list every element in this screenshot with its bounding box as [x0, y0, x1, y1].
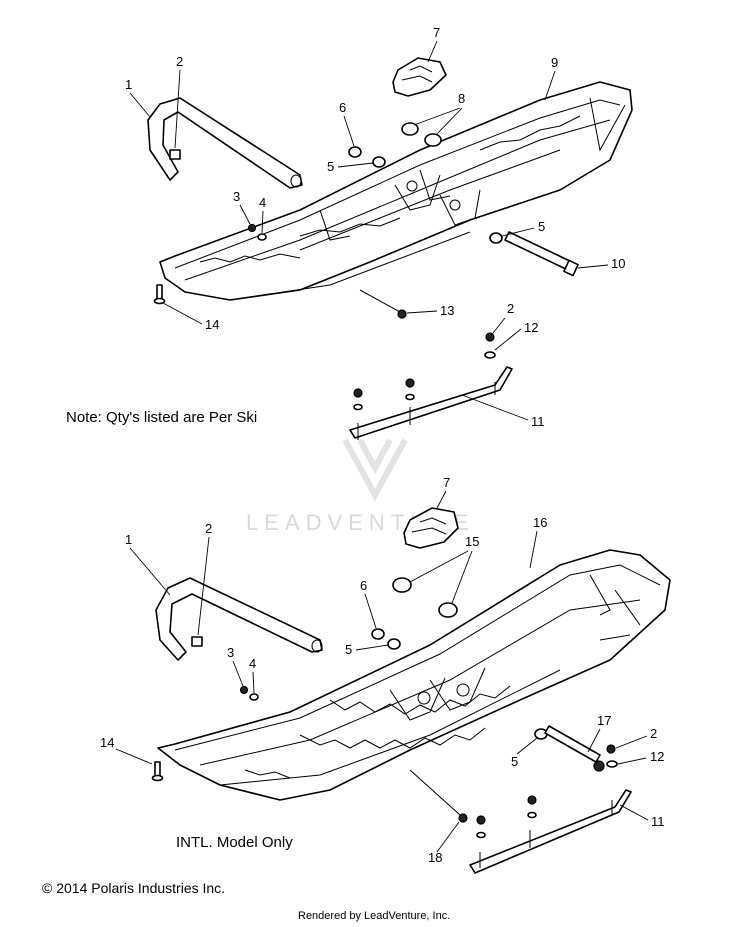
bolt-17-bottom [544, 725, 605, 772]
callout-14-bottom: 14 [100, 735, 114, 750]
callout-4-bottom: 4 [249, 656, 256, 671]
intl-note: INTL. Model Only [176, 834, 293, 851]
callout-12-bottom: 12 [650, 749, 664, 764]
callout-5b-top: 5 [538, 219, 545, 234]
callout-2-top: 2 [176, 54, 183, 69]
ski-body-top [159, 81, 633, 301]
callout-16-bottom: 16 [533, 515, 547, 530]
runner-11-bottom [469, 789, 632, 874]
callout-10-top: 10 [611, 256, 625, 271]
nut-3-top [247, 223, 257, 233]
callout-14-top: 14 [205, 317, 219, 332]
nut-bottom [191, 636, 203, 647]
callout-3-bottom: 3 [227, 645, 234, 660]
callout-15-bottom: 15 [465, 534, 479, 549]
callout-18-bottom: 18 [428, 850, 442, 865]
callout-2b-bottom: 2 [650, 726, 657, 741]
washer-5a-top [372, 156, 386, 168]
copyright-text: © 2014 Polaris Industries Inc. [42, 880, 226, 896]
washer-12-bottom [606, 760, 618, 768]
washer-5a-bottom [387, 638, 401, 650]
callout-7-bottom: 7 [443, 475, 450, 490]
bolt-18-bottom [409, 769, 468, 823]
callout-8-top: 8 [458, 91, 465, 106]
bushing-8-top [401, 122, 442, 147]
loop-handle-top [147, 97, 303, 189]
callout-5b-bottom: 5 [511, 754, 518, 769]
callout-3-top: 3 [233, 189, 240, 204]
washer-4-bottom [249, 693, 259, 701]
callout-11-bottom: 11 [651, 814, 665, 829]
bolt-10-top [504, 231, 579, 277]
bolt-13-top [359, 289, 407, 319]
washer-4-top [257, 233, 267, 241]
washer-5b-top [489, 232, 503, 244]
callout-4-top: 4 [259, 195, 266, 210]
callout-5a-bottom: 5 [345, 642, 352, 657]
bushing-15-bottom [392, 577, 458, 618]
callout-17-bottom: 17 [597, 713, 611, 728]
callout-2b-top: 2 [507, 301, 514, 316]
block-7-top [392, 57, 447, 97]
block-7-bottom [403, 507, 459, 549]
callouts-bottom: 1 2 3 4 5 5 6 7 11 12 14 15 16 [100, 475, 665, 865]
bolt-14-bottom [151, 761, 164, 782]
callout-11-top: 11 [531, 414, 545, 429]
nut-2-bottom [606, 744, 616, 754]
nut-top [169, 149, 181, 160]
callout-1-top: 1 [125, 77, 132, 92]
callout-9-top: 9 [551, 55, 558, 70]
callout-6-top: 6 [339, 100, 346, 115]
ski-body-bottom [157, 549, 671, 801]
callout-6-bottom: 6 [360, 578, 367, 593]
bolt-14-top [153, 284, 166, 305]
watermark-logo [342, 438, 408, 502]
callout-1-bottom: 1 [125, 532, 132, 547]
qty-note: Note: Qty's listed are Per Ski [66, 409, 258, 426]
loop-handle-bottom [155, 577, 323, 661]
bushing-6-bottom [371, 628, 385, 640]
rendered-by-text: Rendered by LeadVenture, Inc. [298, 910, 451, 922]
callout-5a-top: 5 [327, 159, 334, 174]
callout-13-top: 13 [440, 303, 454, 318]
callout-7-top: 7 [433, 25, 440, 40]
nut-3-bottom [239, 685, 249, 695]
runner-11-top [349, 332, 513, 440]
callout-2-bottom: 2 [205, 521, 212, 536]
bushing-6-top [348, 146, 362, 158]
callout-12-top: 12 [524, 320, 538, 335]
callouts-top: 1 2 3 4 5 5 6 7 8 9 10 11 12 [125, 25, 625, 429]
